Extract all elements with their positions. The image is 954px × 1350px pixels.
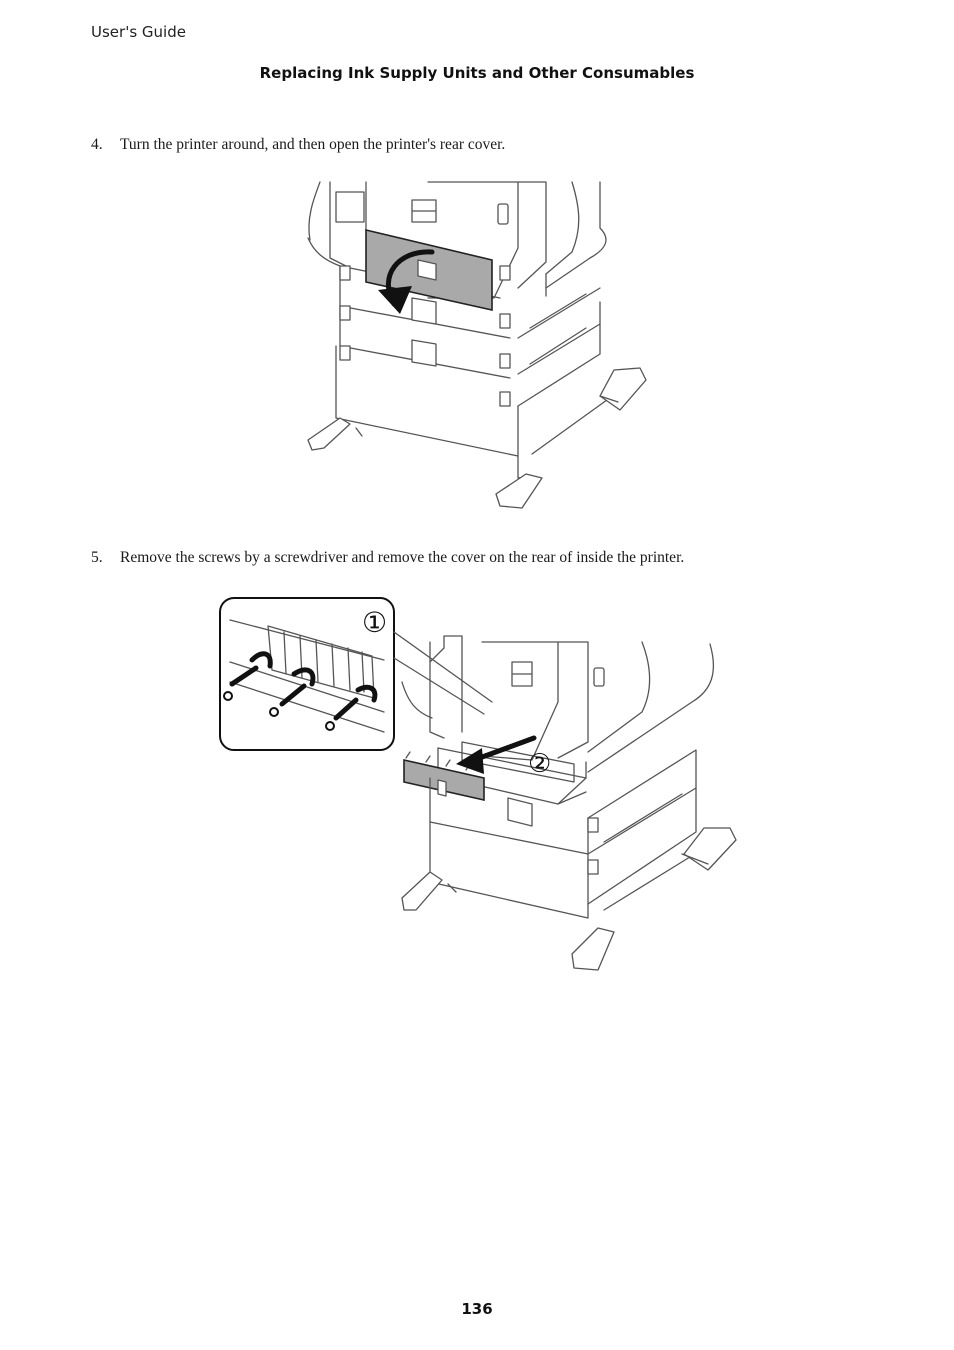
step-4: 4. Turn the printer around, and then ope… (91, 136, 505, 154)
step-text: Turn the printer around, and then open t… (120, 136, 506, 153)
rear-cover-illustration (307, 181, 647, 509)
step-number: 5. (91, 549, 103, 566)
callout-two: ② (528, 749, 551, 779)
arrow-head-icon (378, 286, 412, 314)
inner-cover-illustration: ① ② (219, 597, 737, 971)
screw-icon (269, 707, 279, 717)
chapter-title: Replacing Ink Supply Units and Other Con… (259, 64, 695, 82)
latch-icon (593, 667, 605, 687)
screw-icon (223, 691, 233, 701)
page-number: 136 (461, 1300, 493, 1318)
step-text: Remove the screws by a screwdriver and r… (120, 549, 685, 566)
inner-cover (403, 759, 485, 801)
remove-arrow-icon (456, 748, 484, 774)
screw-icon (325, 721, 335, 731)
callout-one: ① (362, 606, 387, 639)
step-number: 4. (91, 136, 103, 153)
step-5: 5. Remove the screws by a screwdriver an… (91, 549, 684, 567)
detail-inset (219, 597, 395, 751)
latch-icon (497, 203, 509, 225)
running-head: User's Guide (91, 23, 186, 41)
